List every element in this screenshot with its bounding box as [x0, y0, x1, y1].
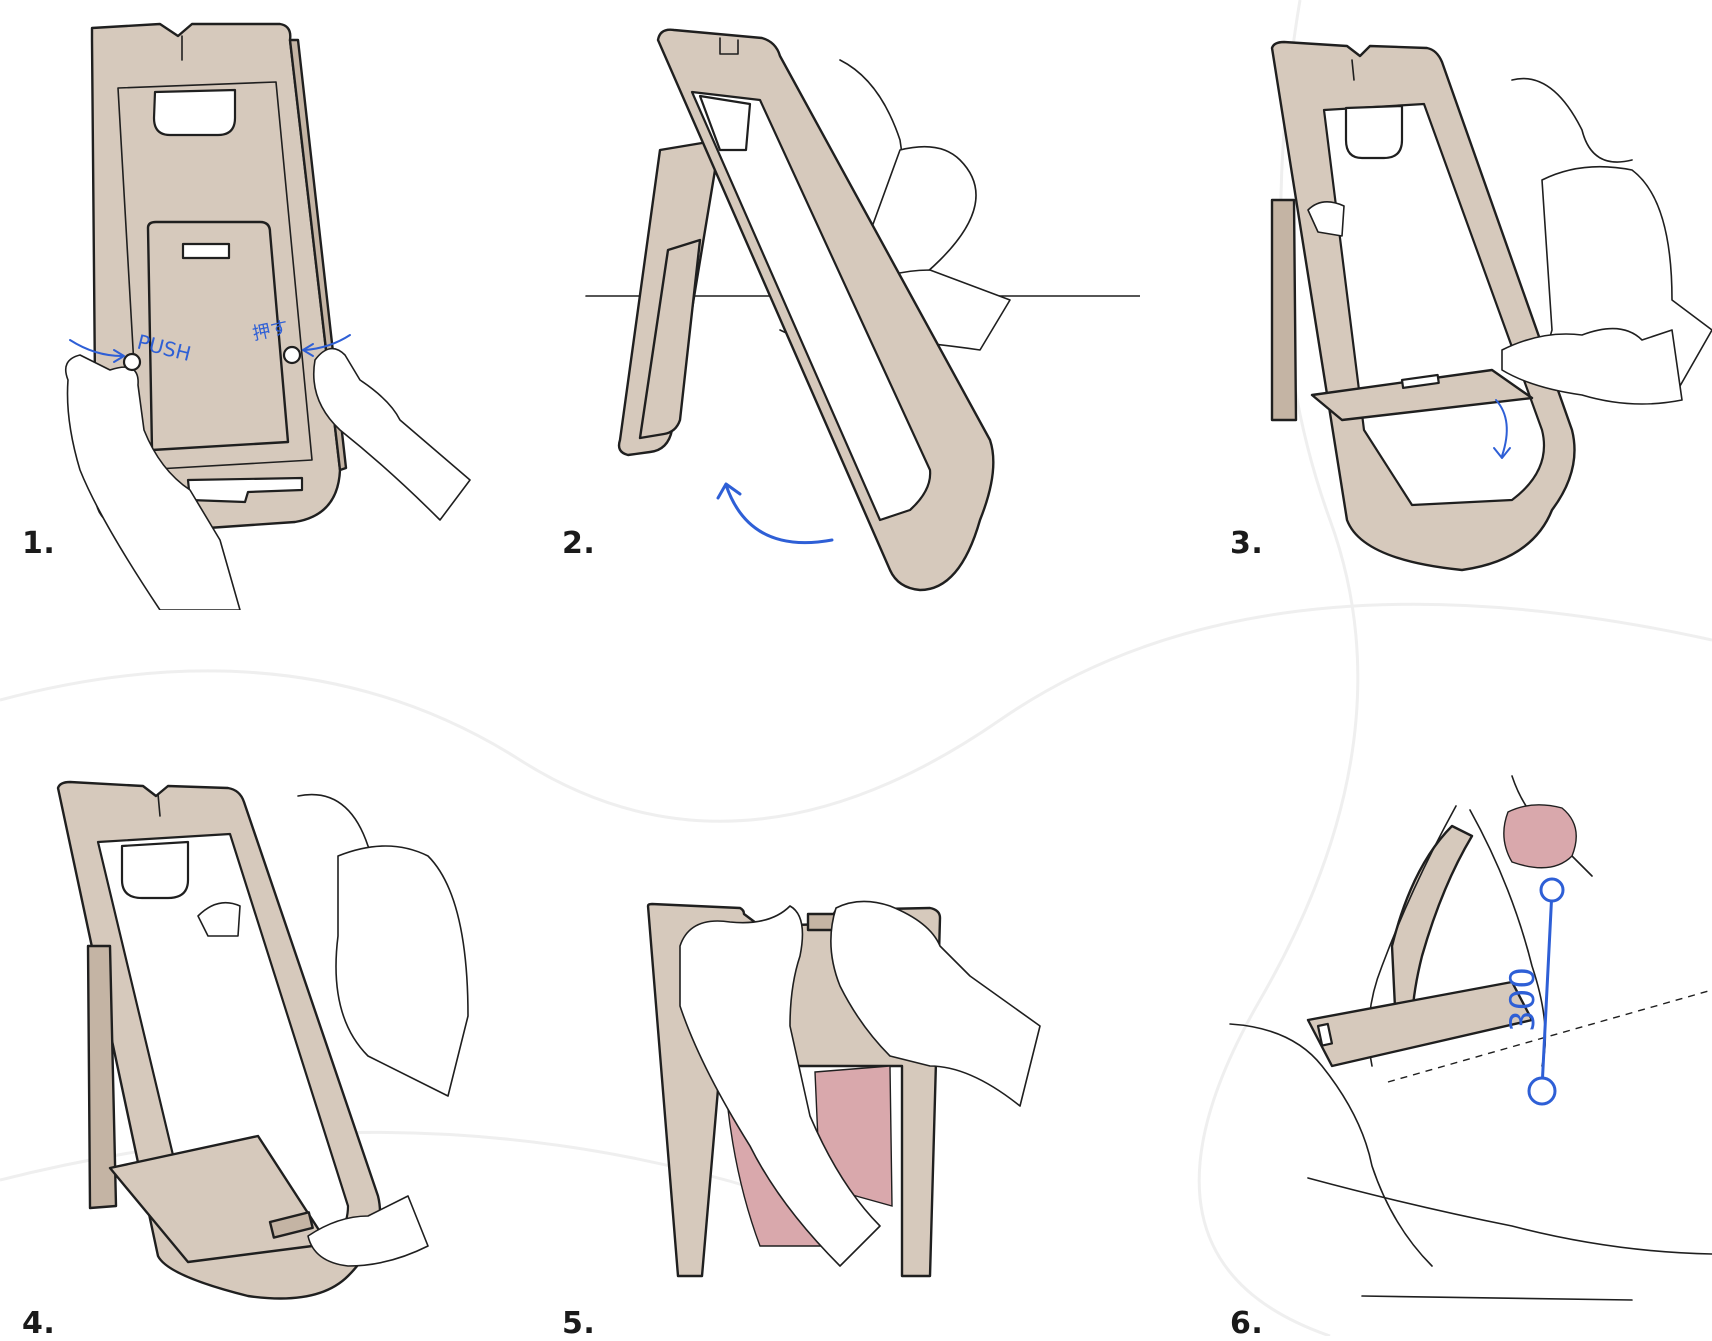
step-1-illustration: PUSH 押す	[40, 0, 510, 610]
frame	[1272, 42, 1575, 570]
step-6-illustration: 300	[1212, 766, 1712, 1326]
back-leg-panel	[619, 140, 720, 455]
step-2-illustration	[580, 0, 1140, 610]
step-3-number: 3.	[1230, 526, 1263, 561]
frame	[58, 782, 380, 1299]
body-sketch	[1230, 776, 1712, 1300]
step-5-illustration	[640, 866, 1080, 1336]
step-4-illustration	[48, 776, 508, 1336]
step-3-illustration	[1252, 0, 1712, 610]
rotate-arrow	[718, 484, 832, 543]
distance-annotation: 300	[1503, 967, 1543, 1032]
step-2-number: 2.	[562, 526, 595, 561]
step-1-number: 1.	[22, 526, 55, 561]
